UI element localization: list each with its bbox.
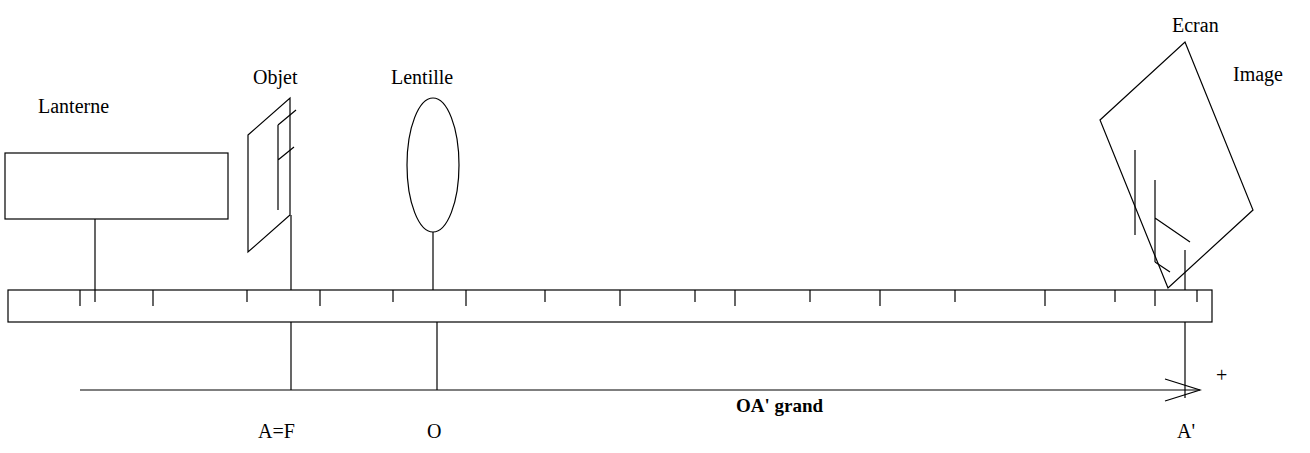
axis-arrowhead bbox=[1165, 379, 1200, 401]
screen-leader bbox=[1184, 322, 1185, 398]
bench-tick bbox=[1196, 290, 1197, 302]
object-stem bbox=[290, 215, 291, 290]
point-label: A=F bbox=[258, 420, 295, 442]
bench-tick bbox=[152, 290, 153, 306]
bench-tick bbox=[619, 290, 620, 306]
bench-tick bbox=[809, 290, 810, 302]
object-leader bbox=[290, 322, 291, 390]
optical-bench bbox=[8, 290, 1212, 322]
bench-tick bbox=[734, 290, 735, 306]
part-name: Lentille bbox=[391, 66, 453, 88]
screen-stem bbox=[1184, 250, 1185, 290]
bench-tick bbox=[392, 290, 393, 302]
bench-tick bbox=[246, 290, 247, 302]
lens-leader bbox=[436, 322, 437, 390]
distance-note: OA' grand bbox=[733, 396, 826, 417]
bench-tick bbox=[319, 290, 320, 306]
bench-tick bbox=[79, 290, 80, 306]
part-name: Image bbox=[1233, 63, 1283, 85]
bench-tick bbox=[465, 290, 466, 306]
part-name: Lanterne bbox=[38, 95, 109, 117]
sign-mark: + bbox=[1216, 364, 1227, 386]
screen-image bbox=[1135, 150, 1190, 272]
screen bbox=[1100, 42, 1253, 288]
bench-tick bbox=[1154, 290, 1155, 306]
bench-tick bbox=[694, 290, 695, 302]
object-f bbox=[278, 110, 296, 210]
bench-tick bbox=[954, 290, 955, 302]
object-plate bbox=[248, 98, 290, 252]
bench-tick bbox=[1044, 290, 1045, 306]
bench-ticks bbox=[80, 290, 1197, 306]
optical-axis bbox=[80, 389, 1200, 390]
lantern-stem bbox=[94, 219, 95, 290]
lantern-box bbox=[5, 153, 228, 219]
bench-tick bbox=[879, 290, 880, 306]
lens bbox=[407, 98, 459, 232]
part-name: Ecran bbox=[1172, 14, 1219, 36]
part-name: Objet bbox=[253, 66, 297, 88]
point-label: A' bbox=[1177, 420, 1195, 442]
lens-stem bbox=[432, 232, 433, 290]
bench-tick bbox=[544, 290, 545, 302]
bench-tick bbox=[94, 290, 95, 302]
bench-tick bbox=[1114, 290, 1115, 302]
point-label: O bbox=[427, 420, 441, 442]
